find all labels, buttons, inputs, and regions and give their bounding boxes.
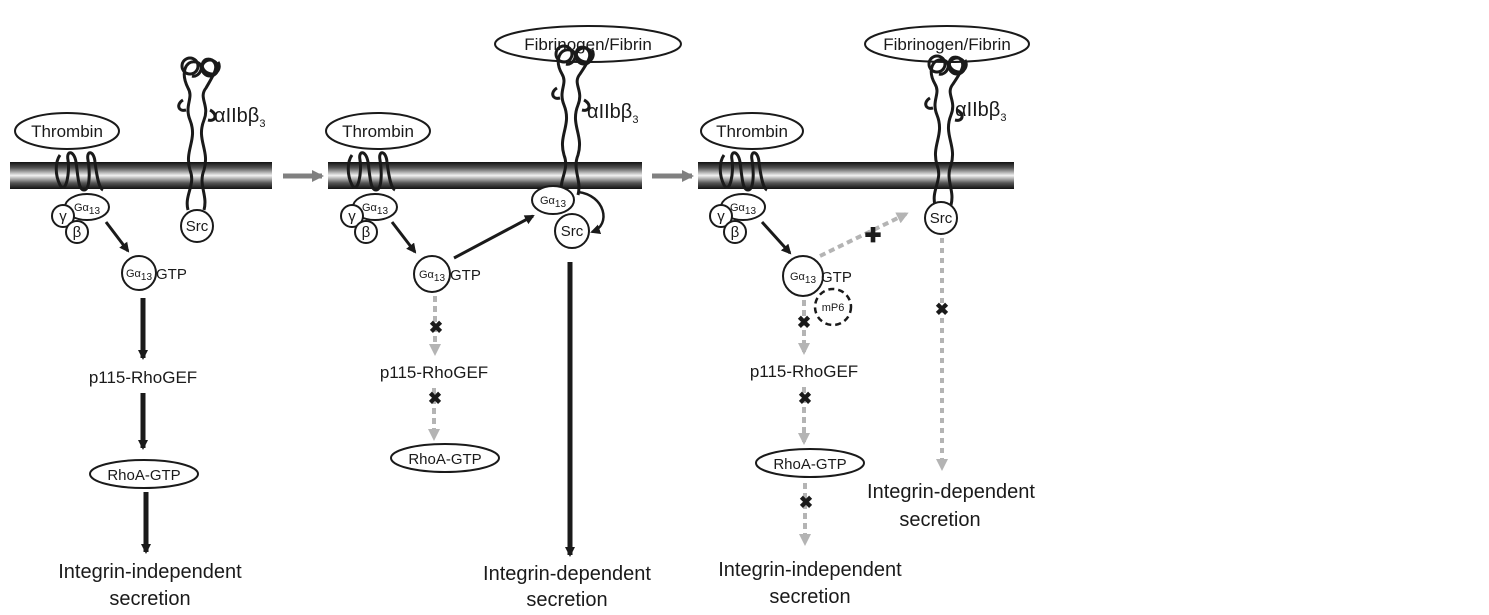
src-kinase: Src	[924, 201, 958, 235]
svg-text:Thrombin: Thrombin	[716, 122, 788, 141]
cell-membrane	[698, 162, 1014, 189]
activation-arrow	[104, 221, 130, 253]
gpcr-receptor-icon	[54, 151, 104, 192]
p115-rhogef-label: p115-RhoGEF	[89, 368, 197, 387]
p115-rhogef-label: p115-RhoGEF	[380, 363, 488, 382]
svg-text:secretion: secretion	[526, 589, 607, 611]
integrin-label: αIIbβ3	[955, 99, 1006, 124]
block-mark-icon: ✚	[865, 225, 882, 247]
svg-text:GTP: GTP	[821, 269, 852, 286]
block-mark-icon: ✖	[429, 318, 443, 337]
svg-text:Integrin-independent: Integrin-independent	[58, 561, 242, 583]
svg-text:αIIbβ3: αIIbβ3	[955, 99, 1006, 124]
arrow-to-src-activation	[453, 214, 535, 260]
gpcr-receptor-icon	[346, 151, 396, 192]
g-alpha-gtp: Gα13 GTP	[782, 255, 852, 297]
svg-text:Integrin-dependent: Integrin-dependent	[867, 481, 1035, 503]
svg-text:RhoA-GTP: RhoA-GTP	[107, 467, 180, 484]
integrin-dependent-secretion: Integrin-dependent secretion	[867, 481, 1035, 531]
rhoa-gtp: RhoA-GTP	[755, 448, 865, 478]
block-mark-icon: ✖	[799, 493, 813, 512]
src-kinase: Src	[180, 209, 214, 243]
svg-text:γ: γ	[59, 208, 67, 225]
svg-text:Integrin-independent: Integrin-independent	[718, 559, 902, 581]
integrin-independent-secretion: Integrin-independent secretion	[58, 561, 242, 610]
svg-text:αIIbβ3: αIIbβ3	[587, 101, 638, 126]
svg-text:secretion: secretion	[109, 588, 190, 610]
svg-text:Thrombin: Thrombin	[342, 122, 414, 141]
g-alpha-13-bound: Gα13	[531, 185, 575, 215]
svg-text:β: β	[362, 224, 371, 241]
panel-1: Thrombin αIIbβ3 Src Gα13 γ β	[10, 56, 272, 610]
integrin-receptor-icon	[177, 56, 221, 211]
g-protein-heterotrimer: Gα13 γ β	[709, 193, 766, 244]
panel-3: Fibrinogen/Fibrin Thrombin αIIbβ3 Src Gα…	[698, 25, 1035, 608]
block-mark-icon: ✖	[798, 389, 812, 408]
integrin-receptor-icon	[924, 54, 968, 206]
cell-membrane	[328, 162, 642, 189]
svg-text:Src: Src	[930, 210, 953, 227]
activation-arrow	[760, 220, 792, 255]
svg-text:γ: γ	[348, 208, 356, 225]
g-protein-heterotrimer: Gα13 γ β	[340, 193, 398, 244]
svg-text:Integrin-dependent: Integrin-dependent	[483, 563, 651, 585]
svg-text:Fibrinogen/Fibrin: Fibrinogen/Fibrin	[883, 35, 1011, 54]
svg-text:GTP: GTP	[156, 266, 187, 283]
mp6-inhibitor: mP6	[813, 287, 853, 327]
p115-rhogef-label: p115-RhoGEF	[750, 362, 858, 381]
inhibited-arrow	[819, 212, 909, 258]
svg-text:RhoA-GTP: RhoA-GTP	[408, 451, 481, 468]
block-mark-icon: ✖	[428, 389, 442, 408]
integrin-label: αIIbβ3	[587, 101, 638, 126]
svg-text:secretion: secretion	[899, 509, 980, 531]
gpcr-receptor-icon	[718, 151, 768, 192]
g-alpha-gtp: Gα13 GTP	[121, 255, 187, 291]
svg-text:GTP: GTP	[450, 267, 481, 284]
fibrinogen: Fibrinogen/Fibrin	[494, 25, 682, 63]
panel-2: Fibrinogen/Fibrin Thrombin αIIbβ3 Gα13	[325, 25, 682, 611]
src-kinase: Src	[554, 213, 590, 249]
integrin-dependent-secretion: Integrin-dependent secretion	[483, 563, 651, 611]
svg-text:Src: Src	[186, 218, 209, 235]
svg-text:Gα13: Gα13	[419, 269, 445, 284]
svg-text:Gα13: Gα13	[540, 195, 566, 210]
svg-text:αIIbβ3: αIIbβ3	[214, 105, 265, 130]
fibrinogen: Fibrinogen/Fibrin	[864, 25, 1030, 63]
svg-text:Gα13: Gα13	[730, 202, 756, 217]
svg-text:Gα13: Gα13	[362, 202, 388, 217]
thrombin: Thrombin	[14, 112, 120, 150]
svg-text:γ: γ	[717, 208, 725, 225]
g-alpha-gtp: Gα13 GTP	[413, 255, 481, 293]
integrin-label: αIIbβ3	[214, 105, 265, 130]
g-protein-heterotrimer: Gα13 γ β	[51, 193, 110, 244]
svg-text:Gα13: Gα13	[126, 268, 152, 283]
rhoa-gtp: RhoA-GTP	[390, 443, 500, 473]
curved-activation-arrow	[577, 190, 605, 235]
svg-text:RhoA-GTP: RhoA-GTP	[773, 456, 846, 473]
integrin-receptor-icon	[551, 44, 595, 196]
svg-text:mP6: mP6	[822, 302, 845, 314]
thrombin: Thrombin	[700, 112, 804, 150]
block-mark-icon: ✖	[935, 300, 949, 319]
svg-text:β: β	[731, 224, 740, 241]
thrombin: Thrombin	[325, 112, 431, 150]
activation-arrow	[390, 221, 417, 254]
integrin-independent-secretion: Integrin-independent secretion	[718, 559, 902, 608]
block-mark-icon: ✖	[797, 313, 811, 332]
svg-text:secretion: secretion	[769, 586, 850, 608]
rhoa-gtp: RhoA-GTP	[89, 459, 199, 489]
svg-text:β: β	[73, 224, 82, 241]
svg-text:Src: Src	[561, 223, 584, 240]
cell-membrane	[10, 162, 272, 189]
svg-text:Gα13: Gα13	[74, 202, 100, 217]
svg-text:Gα13: Gα13	[790, 271, 816, 286]
svg-text:Thrombin: Thrombin	[31, 122, 103, 141]
